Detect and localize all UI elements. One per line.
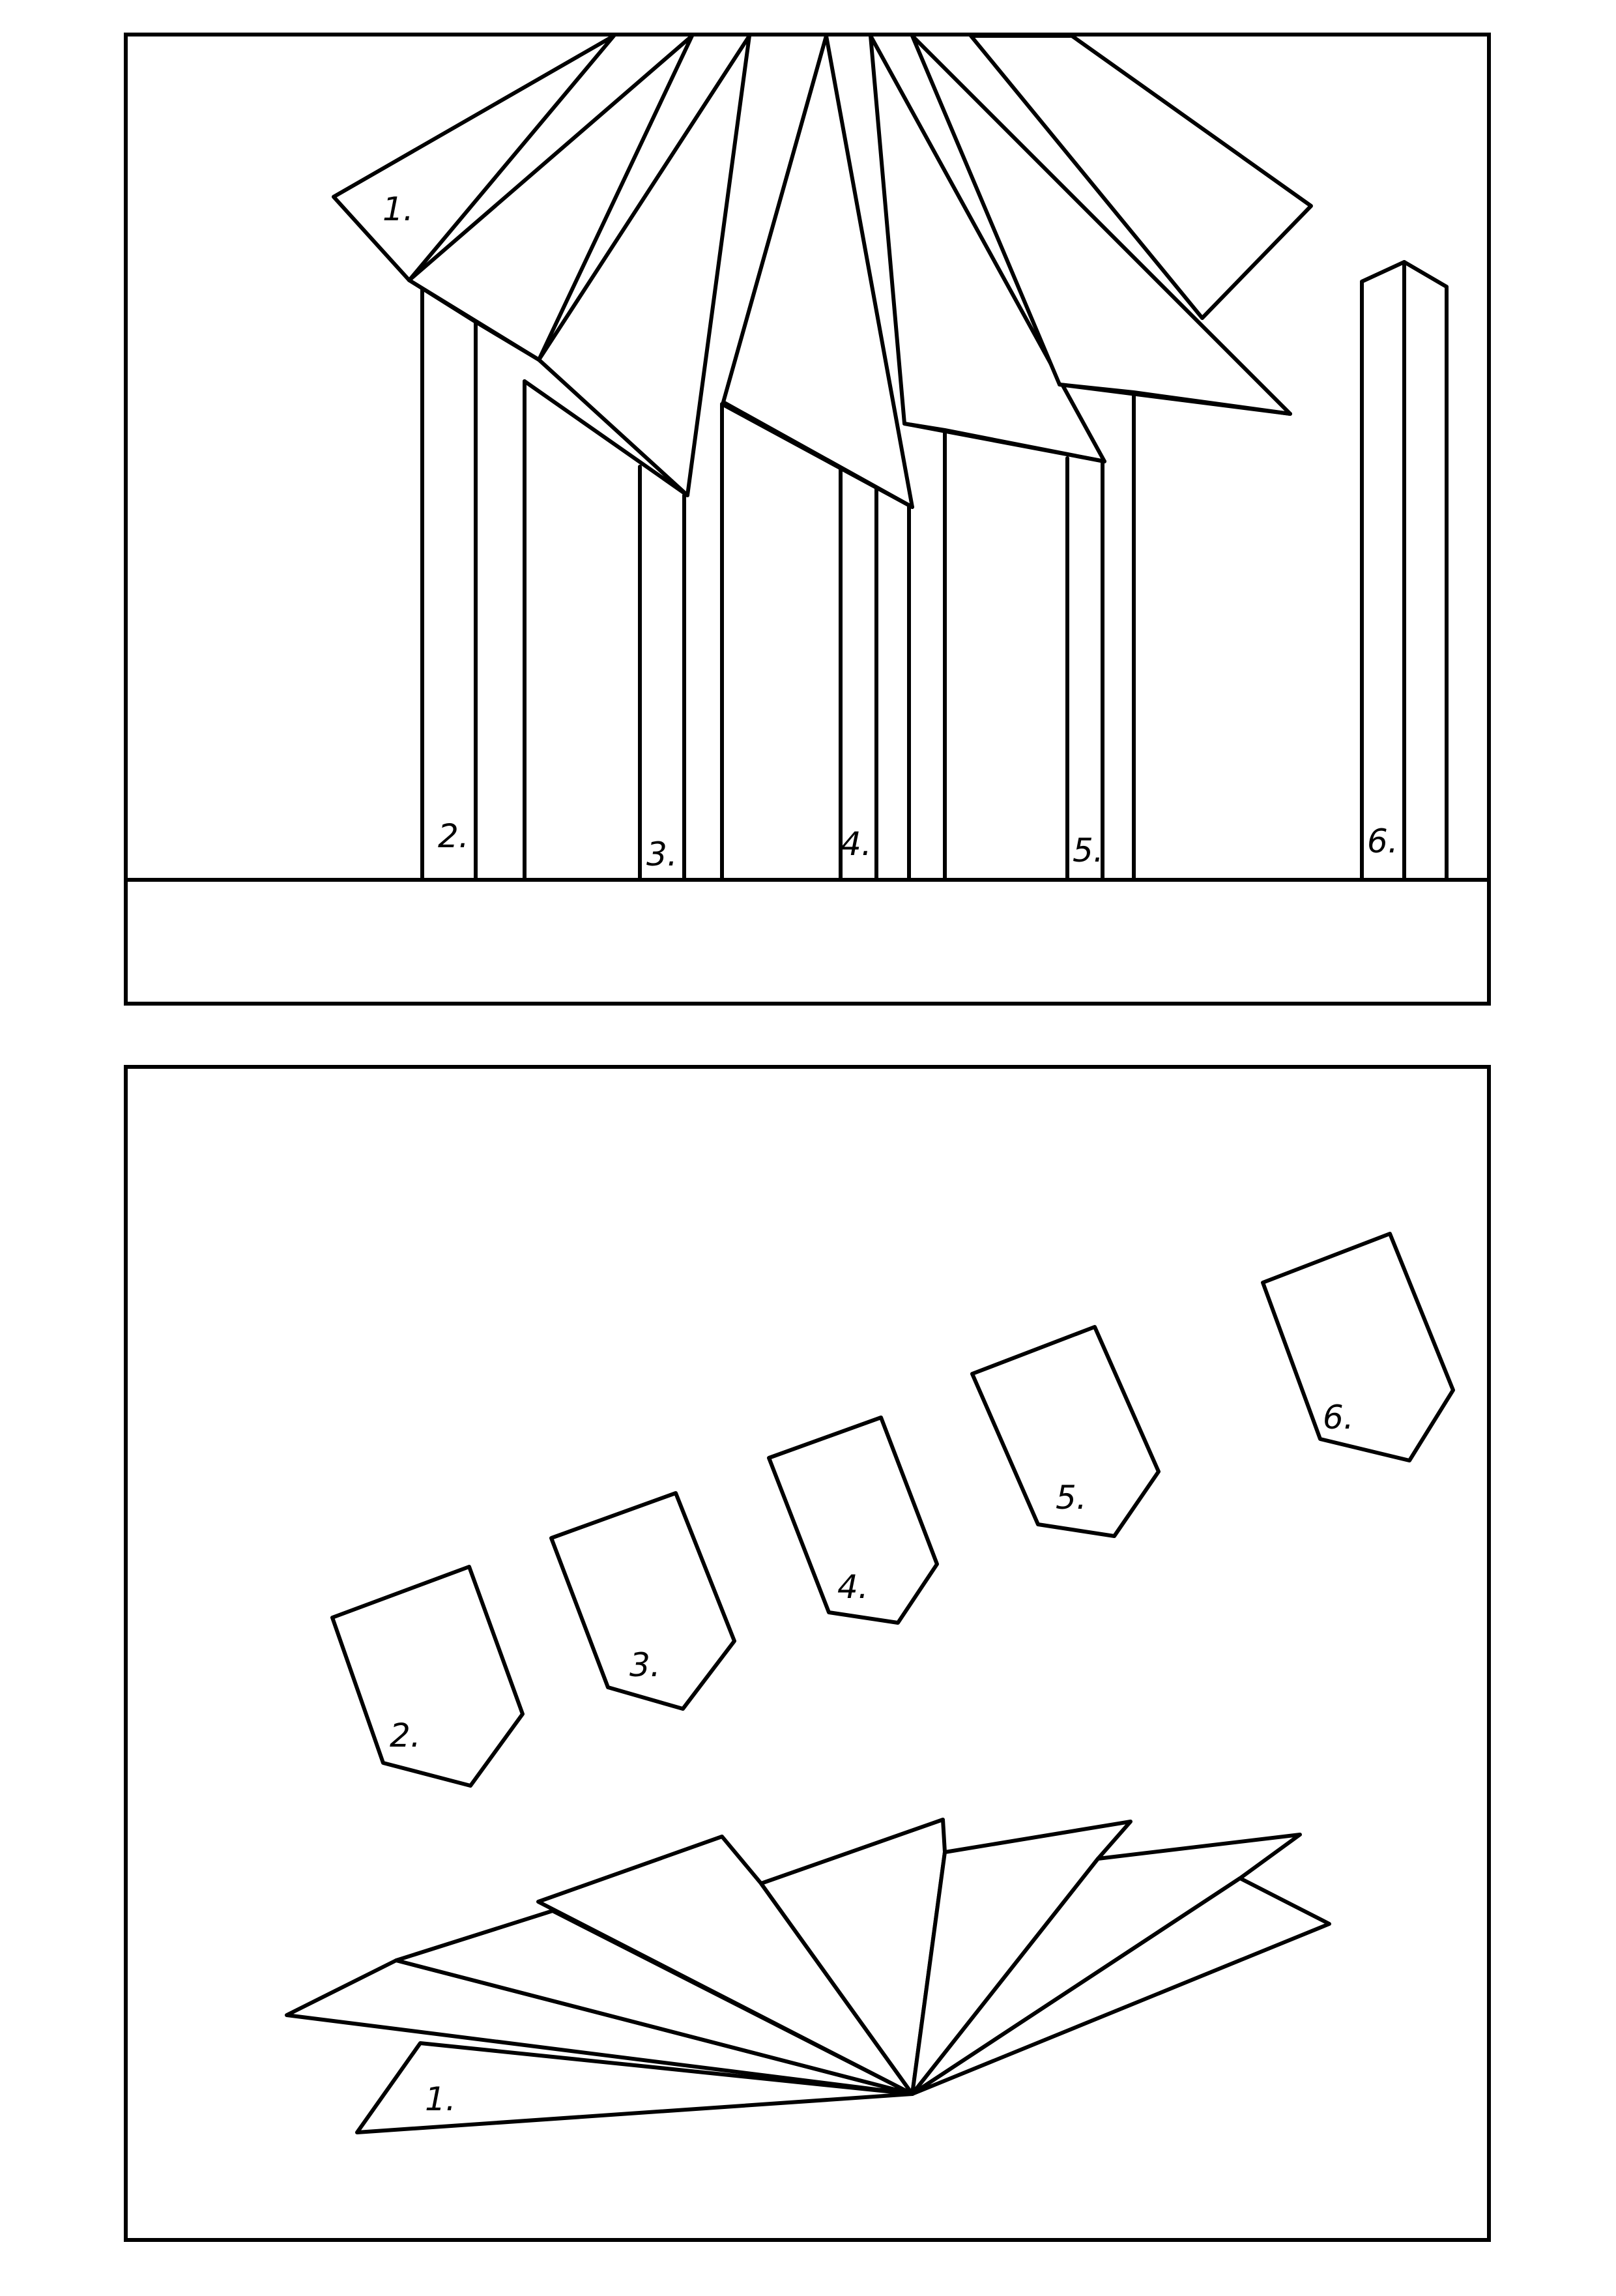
top-label-2: 2. [438,817,469,855]
bottom-panel: 2. 3. 4. 5. 6. 1. [124,1065,1491,2242]
fold-line-4 [902,422,1106,463]
fold-line-2 [523,379,689,497]
fan-blade-1a [332,34,616,282]
bottom-label-2: 2. [390,1717,421,1754]
fan-flat: 1. [285,1818,1331,2134]
top-label-1: 1. [382,190,414,228]
piece-5 [970,1325,1161,1538]
bottom-label-6: 6. [1323,1399,1354,1436]
fan-blade-2 [537,34,751,497]
bottom-label-1: 1. [425,2080,456,2118]
post-6 [1360,260,1449,882]
top-label-3: 3. [646,836,678,873]
top-label-6: 6. [1367,822,1398,860]
fold-line-1 [407,278,541,362]
piece-6 [1261,1232,1455,1462]
posts [420,285,1136,882]
top-label-4: 4. [841,825,872,863]
fan-blade-6 [969,34,1313,320]
flat-blade-1 [355,2041,914,2134]
flat-blade-8 [910,1876,1331,2096]
fan-blades-top [332,34,1313,509]
bottom-label-3: 3. [629,1646,661,1684]
bottom-label-5: 5. [1056,1479,1087,1517]
top-panel: 1. 2. 3. 4. 5. 6. [124,33,1491,1006]
bottom-label-4: 4. [837,1568,869,1606]
piece-3 [549,1491,736,1711]
fold-line-5 [1058,383,1292,416]
top-label-5: 5. [1073,832,1104,869]
piece-4 [767,1416,939,1625]
piece-2 [330,1565,525,1788]
fold-line-3 [720,402,914,509]
pieces: 2. 3. 4. 5. 6. [330,1232,1455,1788]
